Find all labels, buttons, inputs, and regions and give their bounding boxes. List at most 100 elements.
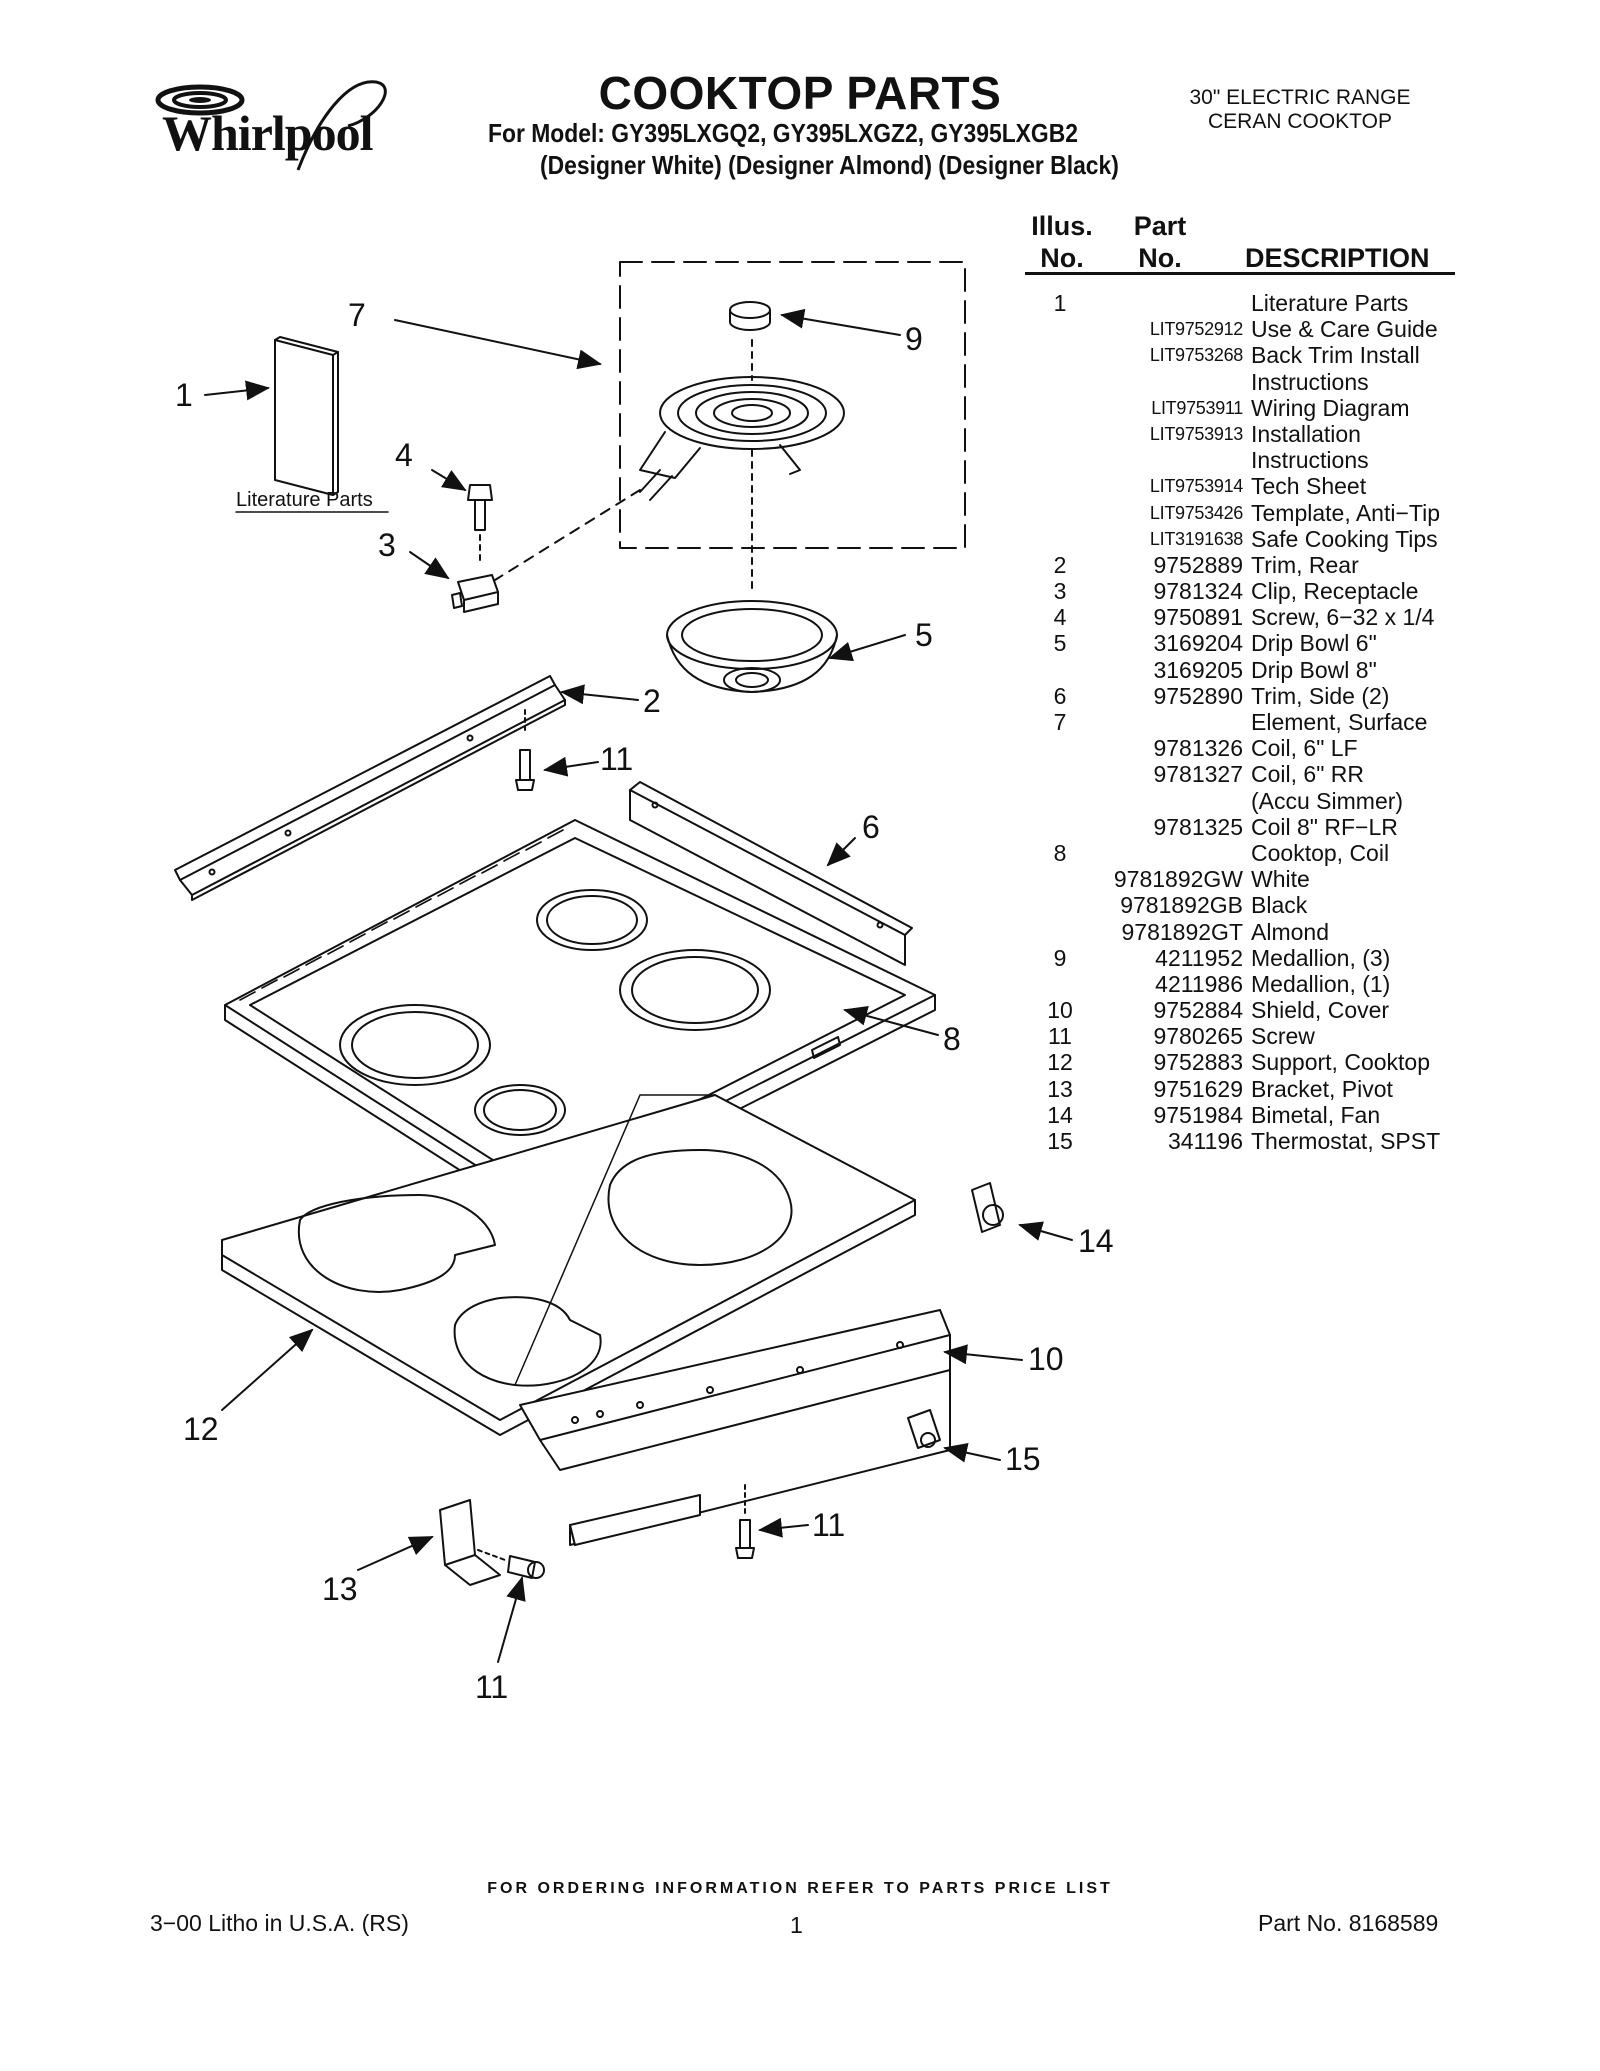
part-number: LIT9753914 bbox=[1149, 476, 1243, 497]
illus-number: 13 bbox=[1047, 1075, 1073, 1102]
part-number: 9781324 bbox=[1153, 578, 1243, 605]
parts-row: 1 Literature Parts bbox=[1025, 290, 1440, 316]
part-description: Safe Cooking Tips bbox=[1251, 525, 1438, 552]
illus-number: 6 bbox=[1053, 682, 1067, 709]
parts-row: LIT9753911 Wiring Diagram bbox=[1025, 395, 1440, 421]
illus-number: 14 bbox=[1047, 1101, 1073, 1128]
parts-row: 11 9780265 Screw bbox=[1025, 1023, 1440, 1049]
part-number: 9751984 bbox=[1153, 1101, 1243, 1128]
callout-7: 7 bbox=[348, 297, 366, 333]
illus-number: 4 bbox=[1053, 604, 1067, 631]
part-number: 9752890 bbox=[1153, 682, 1243, 709]
part-description: Cooktop, Coil bbox=[1251, 839, 1390, 866]
part-number: 9781892GB bbox=[1120, 892, 1243, 919]
part-header-line2: No. bbox=[1138, 243, 1182, 273]
part-description: Instructions bbox=[1251, 447, 1369, 474]
part-description: Element, Surface bbox=[1251, 709, 1428, 735]
literature-parts-label: Literature Parts bbox=[236, 489, 373, 511]
part-description: Coil, 6" LF bbox=[1251, 735, 1358, 762]
parts-row: Instructions bbox=[1025, 447, 1440, 473]
pivot-bracket bbox=[439, 1499, 506, 1586]
part-number: 9752884 bbox=[1153, 997, 1243, 1024]
literature-booklet bbox=[274, 336, 339, 496]
part-description: Black bbox=[1251, 892, 1308, 919]
illus-number: 2 bbox=[1053, 551, 1067, 578]
callout-6: 6 bbox=[862, 809, 880, 845]
part-number: 4211986 bbox=[1155, 970, 1243, 997]
part-number: LIT9752912 bbox=[1149, 319, 1243, 340]
callout-leaders bbox=[204, 308, 1073, 1663]
product-type: 30" ELECTRIC RANGE CERAN COOKTOP bbox=[1140, 86, 1460, 134]
part-number: LIT9753911 bbox=[1151, 397, 1243, 418]
callout-13: 13 bbox=[322, 1571, 358, 1607]
illus-number: 7 bbox=[1053, 709, 1067, 735]
header-rule bbox=[1025, 272, 1455, 275]
parts-row: 9781892GT Almond bbox=[1025, 919, 1440, 945]
drip-bowl bbox=[666, 600, 838, 693]
part-number: LIT9753268 bbox=[1149, 345, 1243, 366]
part-description: (Accu Simmer) bbox=[1251, 787, 1404, 814]
part-number: 9781892GT bbox=[1121, 918, 1243, 945]
parts-row: LIT9752912 Use & Care Guide bbox=[1025, 316, 1440, 342]
parts-row: 9781326 Coil, 6" LF bbox=[1025, 735, 1440, 761]
part-description: Drip Bowl 8" bbox=[1251, 656, 1377, 683]
bimetal-fan bbox=[971, 1182, 1004, 1233]
callout-11-top: 11 bbox=[600, 741, 633, 777]
callout-15: 15 bbox=[1005, 1441, 1041, 1477]
parts-row: 9781892GB Black bbox=[1025, 892, 1440, 918]
part-description: Coil 8" RF−LR bbox=[1251, 813, 1398, 840]
part-number: 9780265 bbox=[1153, 1023, 1243, 1050]
part-description: Installation bbox=[1251, 420, 1361, 447]
illus-number: 1 bbox=[1053, 290, 1067, 316]
part-description: Wiring Diagram bbox=[1251, 394, 1410, 421]
callout-9: 9 bbox=[905, 321, 923, 357]
part-description: White bbox=[1251, 866, 1310, 893]
shield-lower-bar bbox=[569, 1494, 701, 1546]
part-number: 9781326 bbox=[1153, 735, 1243, 762]
part-description: Medallion, (3) bbox=[1251, 944, 1391, 971]
part-description: Instructions bbox=[1251, 368, 1369, 395]
callout-10: 10 bbox=[1028, 1341, 1064, 1377]
part-header-line1: Part bbox=[1133, 211, 1187, 241]
part-number: 4211952 bbox=[1155, 944, 1243, 971]
parts-row: (Accu Simmer) bbox=[1025, 788, 1440, 814]
part-description: Tech Sheet bbox=[1251, 473, 1367, 500]
parts-row: 7 Element, Surface bbox=[1025, 709, 1440, 735]
illus-number: 9 bbox=[1053, 944, 1067, 971]
part-number: 341196 bbox=[1167, 1128, 1243, 1154]
part-description: Coil, 6" RR bbox=[1251, 761, 1364, 788]
illus-number: 12 bbox=[1047, 1049, 1073, 1076]
part-number: 9781892GW bbox=[1113, 866, 1243, 893]
part-description: Drip Bowl 6" bbox=[1251, 630, 1377, 657]
part-description: Almond bbox=[1251, 918, 1329, 945]
part-description: Literature Parts bbox=[1251, 290, 1409, 316]
illus-header-line1: Illus. bbox=[1031, 211, 1093, 241]
parts-row: LIT9753914 Tech Sheet bbox=[1025, 473, 1440, 499]
illus-number: 11 bbox=[1048, 1023, 1072, 1050]
illus-column-header: Illus. No. bbox=[1028, 210, 1096, 274]
part-description: Medallion, (1) bbox=[1251, 970, 1391, 997]
illus-number: 5 bbox=[1053, 630, 1067, 657]
whirlpool-logo: Whirlpool bbox=[148, 78, 398, 178]
part-description: Use & Care Guide bbox=[1251, 316, 1438, 343]
part-description: Support, Cooktop bbox=[1251, 1049, 1431, 1076]
parts-row: 4211986 Medallion, (1) bbox=[1025, 971, 1440, 997]
illus-number: 15 bbox=[1047, 1128, 1073, 1154]
callout-4: 4 bbox=[395, 437, 413, 473]
product-type-line2: CERAN COOKTOP bbox=[1208, 110, 1392, 133]
part-description: Screw bbox=[1251, 1023, 1315, 1050]
document-part-number: Part No. 8168589 bbox=[1258, 1910, 1439, 1936]
part-description: Shield, Cover bbox=[1251, 997, 1390, 1024]
